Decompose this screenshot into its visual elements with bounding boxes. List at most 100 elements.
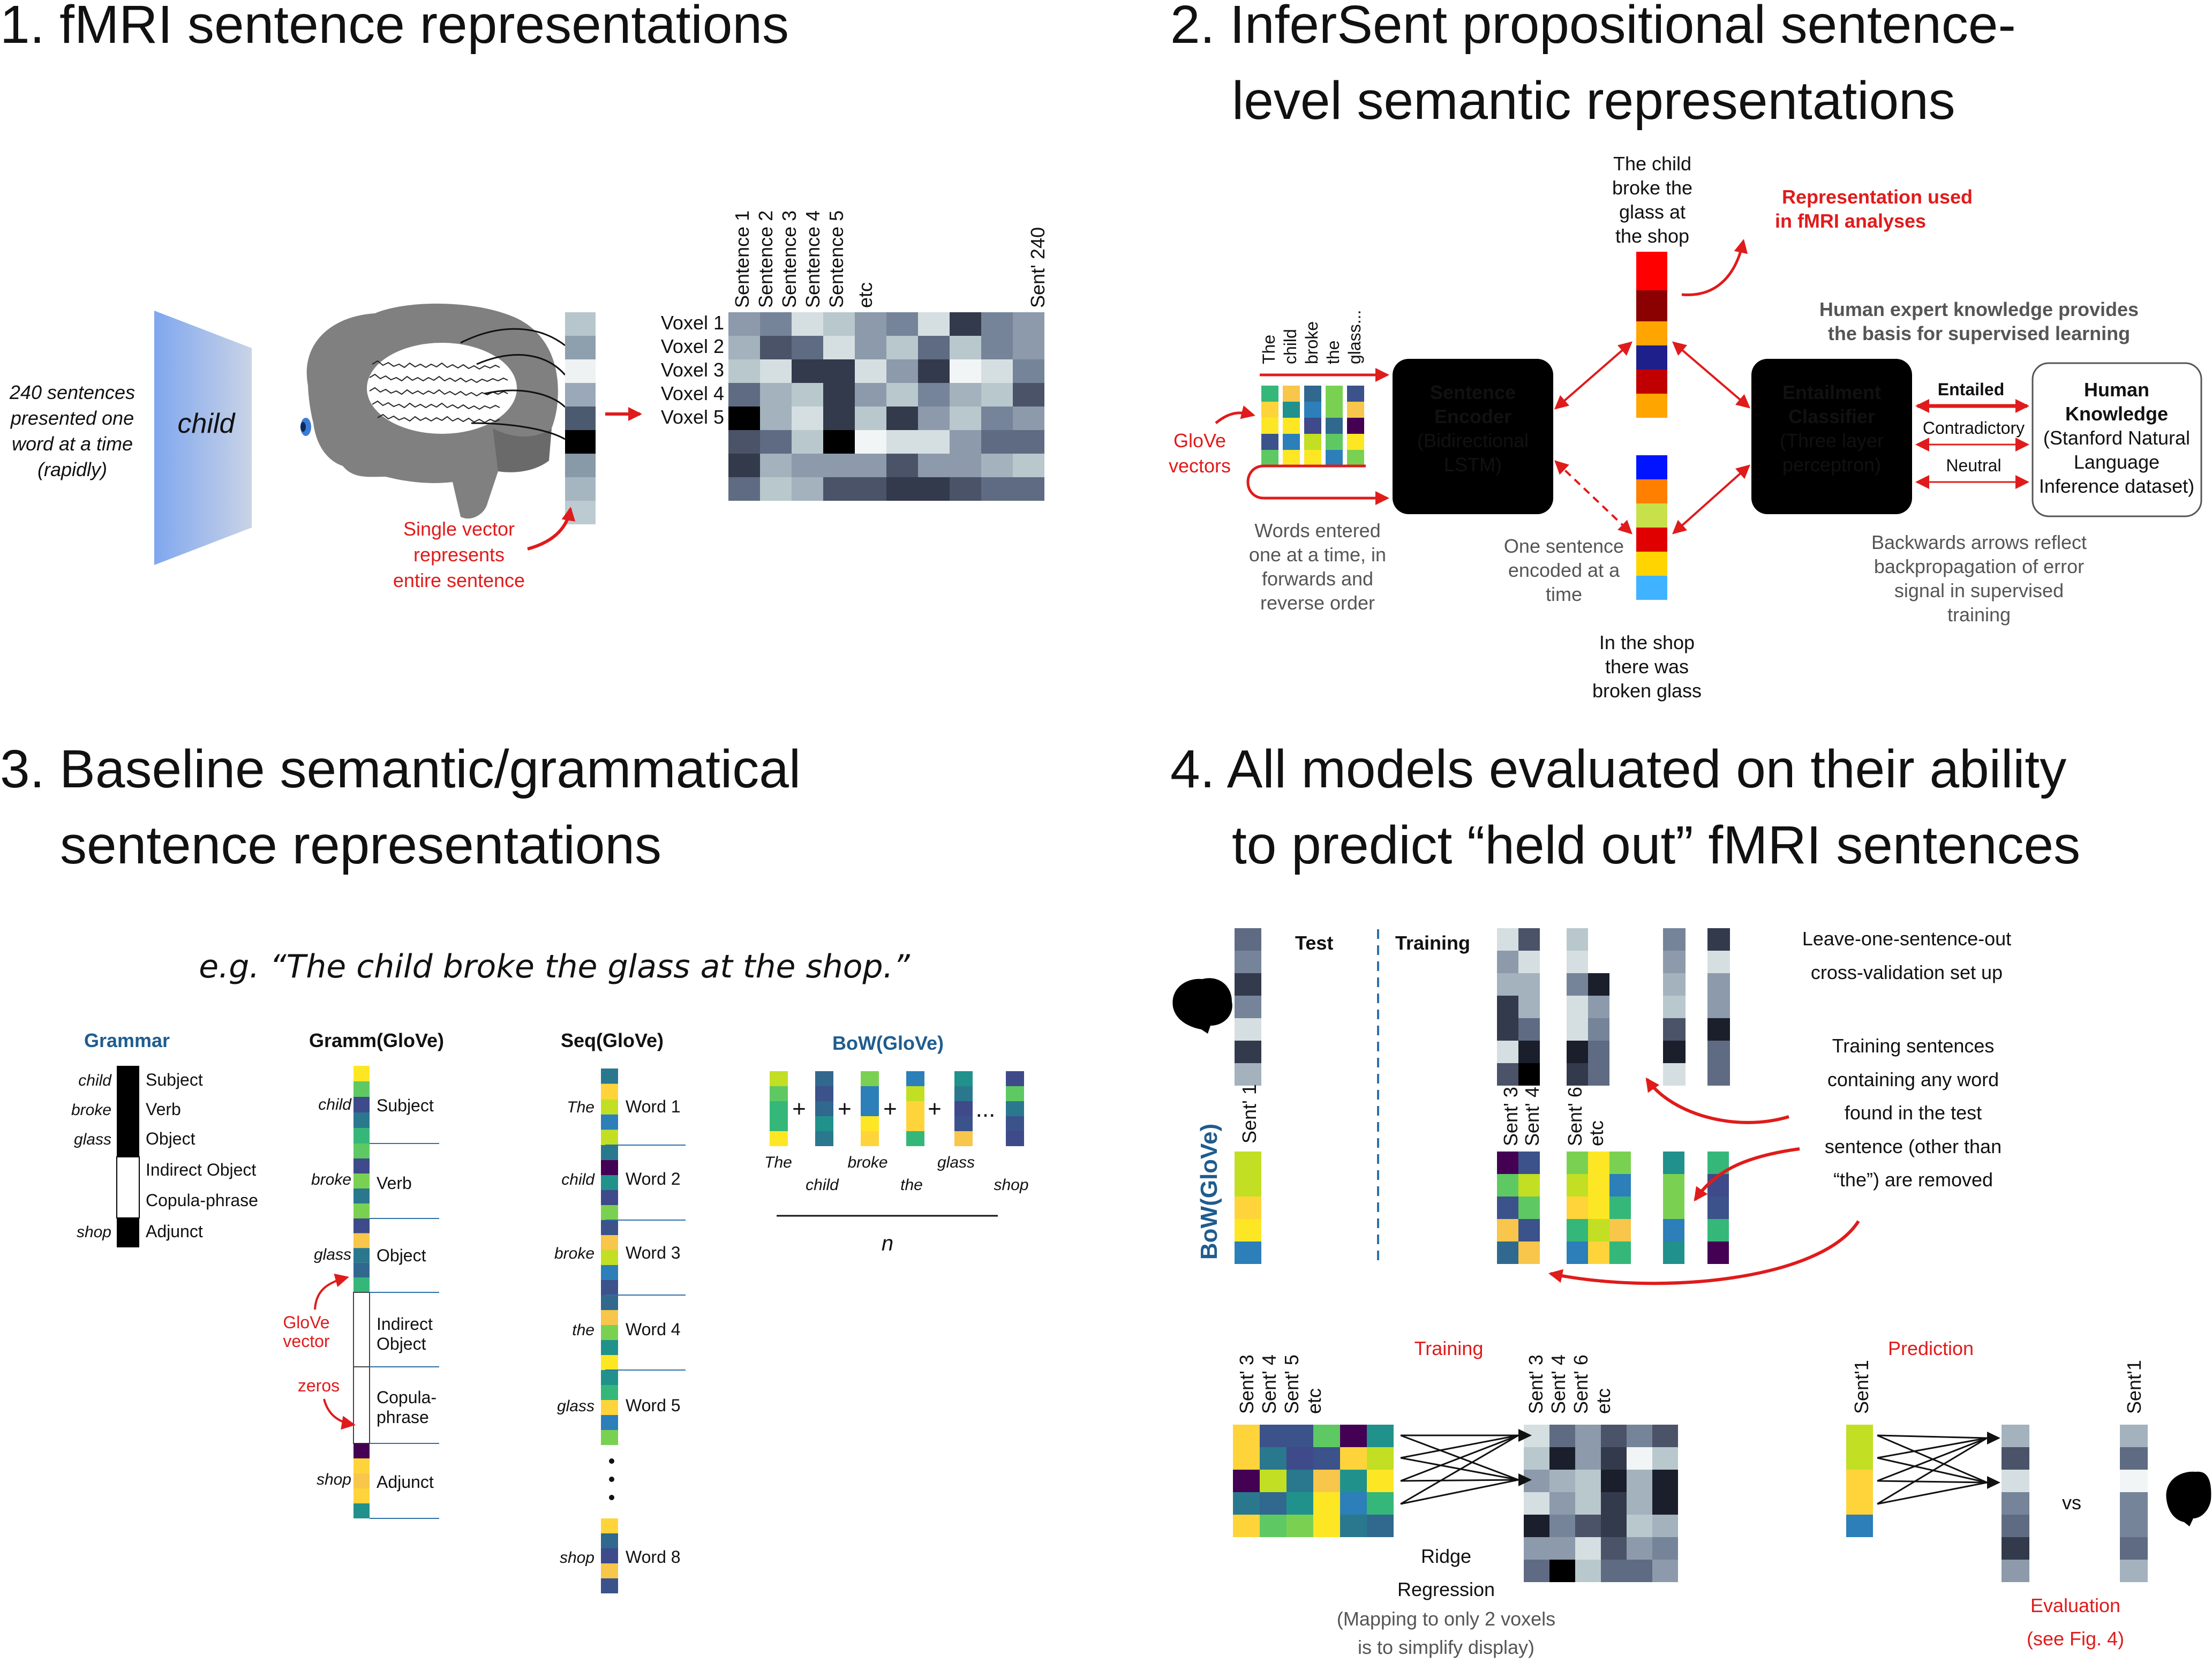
caption-line: word at a time — [12, 433, 133, 455]
voxel-cell — [728, 359, 760, 383]
example-sentence: e.g. “The child broke the glass at the s… — [199, 948, 910, 985]
one-sentence-caption: One sentence encoded at a time — [1504, 535, 1624, 605]
gramm-zero-cell — [353, 1367, 370, 1443]
glove-cell — [1261, 386, 1278, 402]
gramm-cell — [353, 1218, 370, 1233]
seq-cell — [601, 1220, 618, 1235]
pred-input-cell — [1846, 1447, 1873, 1470]
voxel-cell — [1013, 430, 1044, 454]
gramm-cell — [353, 1112, 370, 1128]
train-bow-cell — [1588, 1197, 1609, 1219]
reg-input-cell — [1286, 1470, 1313, 1492]
seq-cell — [601, 1114, 618, 1130]
zeros-label: zeros — [298, 1376, 340, 1395]
representation-arrow — [1681, 239, 1748, 296]
sentence-line: there was — [1605, 656, 1689, 678]
voxel-cell — [950, 312, 981, 336]
gramm-cell — [353, 1158, 370, 1173]
train-bow-cell — [1588, 1219, 1609, 1241]
caption-line: entire sentence — [393, 569, 525, 591]
arrow-head — [1518, 1429, 1532, 1442]
pred-output-cell — [2002, 1560, 2029, 1582]
voxel-cell — [792, 430, 823, 454]
reg-input-cell — [1313, 1425, 1340, 1447]
voxel-cell — [760, 430, 792, 454]
reg-output-cell — [1575, 1470, 1601, 1492]
single-vector-caption: Single vector represents entire sentence — [393, 518, 525, 591]
train-bow-cell — [1497, 1197, 1518, 1219]
brain-icon — [2166, 1471, 2211, 1526]
caption-line: Evaluation — [2030, 1594, 2120, 1616]
train-fmri-cell — [1663, 1041, 1686, 1063]
grammar-role: Copula-phrase — [146, 1191, 258, 1210]
reg-output-cell — [1549, 1425, 1575, 1447]
glove-cell — [1304, 450, 1321, 466]
train-fmri-cell — [1518, 973, 1540, 996]
train-fmri-cell — [1588, 1041, 1609, 1063]
glove-cell — [1283, 450, 1300, 466]
actual-fmri-cell — [2120, 1537, 2148, 1560]
reg-input-cell — [1340, 1515, 1367, 1537]
voxel-cell — [792, 477, 823, 501]
train-bow-cell — [1588, 1241, 1609, 1264]
gramm-cell — [353, 1203, 370, 1218]
brain-signal-traces — [369, 360, 508, 424]
voxel-cell — [950, 336, 981, 359]
train-bow-cell — [1609, 1197, 1631, 1219]
actual-fmri-cell — [2120, 1447, 2148, 1470]
voxel-cell — [950, 430, 981, 454]
reg-col-label: etc — [1592, 1388, 1614, 1414]
voxel-cell — [855, 454, 886, 477]
reg-output-cell — [1549, 1560, 1575, 1582]
train-bow-cell — [1707, 1219, 1729, 1241]
test-fmri-cell — [1235, 1018, 1261, 1041]
plus-sign: + — [883, 1096, 897, 1122]
train-bow-cell — [1663, 1152, 1684, 1174]
training-heading: Training — [1415, 1337, 1484, 1359]
voxel-cell — [823, 383, 855, 407]
reg-output-cell — [1652, 1447, 1678, 1470]
bow-glove-side-label: BoW(GloVe) — [1196, 1124, 1222, 1260]
pred-output-cell — [2002, 1447, 2029, 1470]
voxel-cell — [950, 407, 981, 430]
reg-col-label: Sent' 3 — [1525, 1355, 1547, 1414]
voxel-cell — [918, 430, 950, 454]
train-bow-cell — [1663, 1197, 1684, 1219]
gramm-cell — [353, 1173, 370, 1188]
seq-word: glass — [557, 1397, 595, 1415]
train-bow-cell — [1518, 1241, 1540, 1264]
voxel-cell — [760, 312, 792, 336]
col-header: Sentence 3 — [778, 210, 800, 308]
seq-cell — [601, 1400, 618, 1415]
sent1-label: Sent' 1 — [1238, 1084, 1260, 1143]
reg-output-cell — [1524, 1492, 1549, 1515]
seq-cell — [601, 1190, 618, 1205]
hk-line: Knowledge — [2065, 403, 2168, 425]
reg-col-label: Sent' 6 — [1570, 1355, 1592, 1414]
panel-2-title-line-2: level semantic representations — [1232, 71, 1955, 131]
col-header: Sentence 2 — [755, 210, 777, 308]
voxel-cell — [728, 407, 760, 430]
train-bow-cell — [1497, 1152, 1518, 1174]
grammar-role: Object — [146, 1129, 195, 1148]
sentence-line: broke the — [1612, 177, 1692, 199]
train-fmri-cell — [1663, 951, 1686, 973]
seq-word: child — [561, 1171, 595, 1188]
train-bow-cell — [1663, 1174, 1684, 1197]
grammar-block-empty — [116, 1156, 140, 1218]
pred-output-cell — [2002, 1470, 2029, 1492]
glove-vector-label: GloVe — [283, 1313, 329, 1332]
test-fmri-cell — [1235, 1063, 1261, 1086]
seq-slot: Word 8 — [626, 1547, 681, 1567]
voxel-cell — [1013, 336, 1044, 359]
bow-cell — [954, 1071, 973, 1086]
bow-cell — [815, 1101, 833, 1116]
reg-input-cell — [1286, 1447, 1313, 1470]
train-fmri-cell — [1707, 1063, 1730, 1086]
train-bow-cell — [1567, 1241, 1588, 1264]
panel-3-title-line-1: 3. Baseline semantic/grammatical — [0, 739, 801, 799]
classifier-label: Entailment Classifier (Three layer perce… — [1780, 381, 1884, 476]
voxel-cell — [886, 454, 918, 477]
reg-col-label: Sent' 5 — [1281, 1355, 1303, 1414]
voxel-cell — [1013, 454, 1044, 477]
